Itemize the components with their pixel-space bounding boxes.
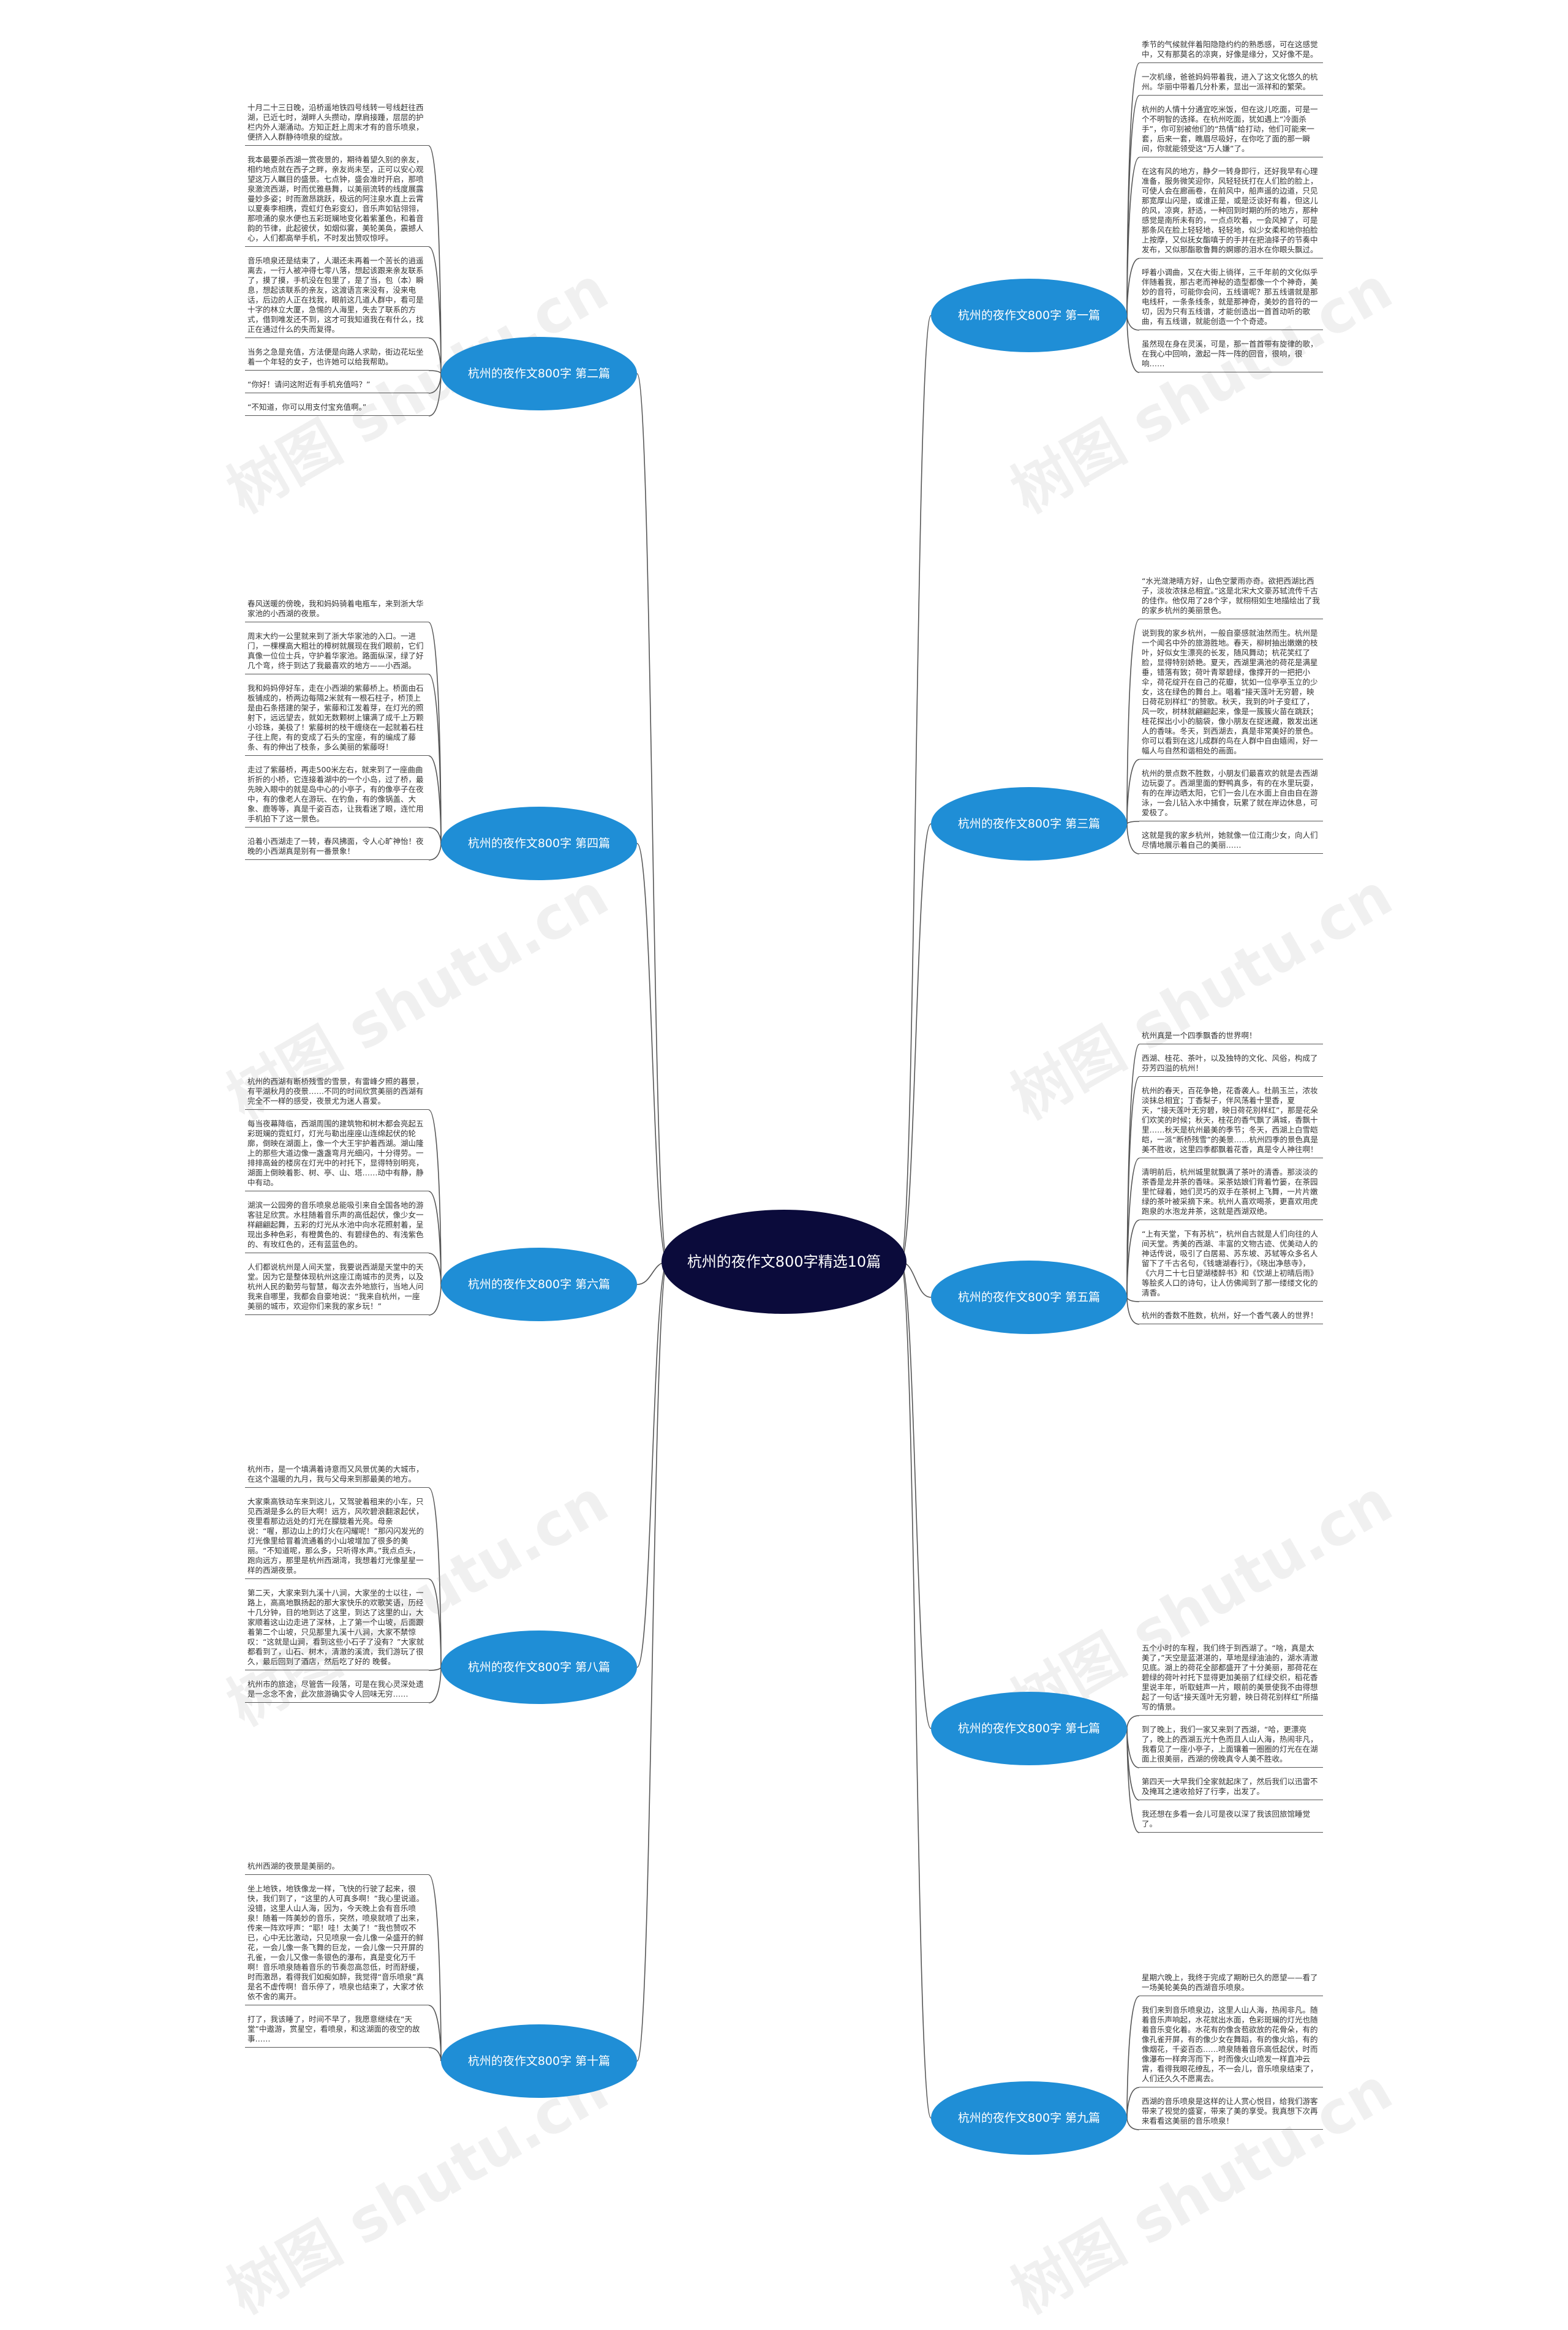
- leaf-text-b5-2: 西湖、桂花、茶叶，以及独特的文化、风俗，构成了芬芳四溢的杭州！: [1139, 1052, 1323, 1077]
- connector-line: [1126, 1076, 1140, 1298]
- connector-line: [1126, 821, 1140, 824]
- connector-line: [1126, 315, 1140, 331]
- leaf-text-b1-2: 一次机缘，爸爸妈妈带着我，进入了这文化悠久的杭州。华丽中带着几分朴素，显出一派祥…: [1139, 70, 1323, 96]
- leaf-text-b8-4: 杭州市的旅途，尽管告一段落，可是在我心灵深处遗是一念念不舍，此次旅游确实令人回味…: [245, 1678, 429, 1703]
- leaf-text-b1-3: 杭州的人情十分通宜吃米饭，但在这儿吃面，可是一个不明智的选择。在杭州吃面，犹如遇…: [1139, 103, 1323, 157]
- leaf-text-b7-4: 我还想在多看一会儿可是夜以深了我该回旅馆睡觉了。: [1139, 1808, 1323, 1833]
- leaf-text-b6-4: 人们都说杭州是人间天堂，我要说西湖是天堂中的天堂。因为它是整体现杭州这座江南城市…: [245, 1261, 429, 1315]
- connector-line: [428, 337, 442, 374]
- leaf-text-b4-5: 沿着小西湖走了一转，春风拂面，令人心旷神怡！夜晚的小西湖真是别有一番景象！: [245, 835, 429, 860]
- connector-line: [428, 843, 442, 861]
- connector-line: [636, 1261, 668, 1668]
- connector-line: [636, 843, 668, 1262]
- branch-node-b8[interactable]: 杭州的夜作文800字 第八篇: [441, 1631, 637, 1704]
- leaf-text-b2-2: 我本最要杀西湖一赏夜景的，期待着望久别的亲友，相约地点就在西子之畔，亲友尚未至，…: [245, 153, 429, 247]
- branch-node-b4[interactable]: 杭州的夜作文800字 第四篇: [441, 807, 637, 880]
- connector-line: [428, 1487, 442, 1668]
- branch-node-b10[interactable]: 杭州的夜作文800字 第十篇: [441, 2024, 637, 2098]
- connector-line: [1126, 1728, 1140, 1833]
- leaf-text-b4-3: 我和妈妈停好车，走在小西湖的紫藤桥上。桥面由石板铺成的，桥两边每隔2米就有一根石…: [245, 682, 429, 756]
- leaf-text-b5-3: 杭州的春天，百花争艳，花香袭人。杜鹃玉兰，浓妆淡抹总相宜；丁香梨子，伴风荡着十里…: [1139, 1084, 1323, 1158]
- leaf-text-b10-3: 打了，我该睡了，时间不早了，我愿意继续在“天堂”中遨游，赏星空，看喷泉，和这湖面…: [245, 2013, 429, 2048]
- leaf-text-b5-6: 杭州的香数不胜数，杭州，好一个香气袭人的世界！: [1139, 1309, 1323, 1324]
- connector-line: [900, 315, 932, 1262]
- connector-line: [428, 1191, 442, 1285]
- leaf-text-b10-2: 坐上地铁，地铁像龙一样，飞快的行驶了起来，很快，我们到了，“这里的人可真多啊！”…: [245, 1882, 429, 2005]
- connector-line: [1126, 1297, 1140, 1302]
- connector-line: [1126, 1728, 1140, 1768]
- branch-node-b9[interactable]: 杭州的夜作文800字 第九篇: [931, 2081, 1127, 2155]
- branch-node-b1[interactable]: 杭州的夜作文800字 第一篇: [931, 279, 1127, 352]
- leaf-text-b9-2: 我们来到音乐喷泉边，这里人山人海，热闹非凡。随着音乐声响起，水花就出水面，色彩斑…: [1139, 2004, 1323, 2087]
- leaf-text-b2-6: “不知道，你可以用支付宝充值啊。”: [245, 401, 429, 416]
- connector-line: [428, 1284, 442, 1316]
- connector-line: [428, 1667, 442, 1671]
- connector-line: [428, 1109, 442, 1285]
- leaf-text-b6-1: 杭州的西湖有断桥残雪的雪景，有雷峰夕照的暮景，有平湖秋月的夜景……不同的时间欣赏…: [245, 1075, 429, 1110]
- leaf-text-b1-5: 呼着小调曲，又在大街上徜徉，三千年前的文化似乎伴随着我，那古老而神秘的造型都像一…: [1139, 266, 1323, 330]
- connector-line: [900, 1261, 932, 1729]
- leaf-text-b8-2: 大家乘高铁动车来到这儿，又驾驶着租来的小车，只见西湖是多么的巨大啊！远方，风吹碧…: [245, 1495, 429, 1579]
- connector-line: [428, 1253, 442, 1285]
- connector-line: [1126, 1297, 1140, 1325]
- connector-line: [1126, 2117, 1140, 2130]
- leaf-text-b1-1: 季节的气候就伴着阳隐隐约约的熟悉感，可在这感觉中，又有那莫名的凉爽，好像是缘分，…: [1139, 38, 1323, 63]
- connector-line: [636, 1261, 668, 2062]
- connector-line: [428, 373, 442, 417]
- connector-line: [428, 1667, 442, 1703]
- connector-line: [900, 1261, 932, 2119]
- leaf-text-b7-1: 五个小时的车程，我们终于到西湖了。“啥，真是太美了，”天空是蓝湛湛的，草地是绿油…: [1139, 1642, 1323, 1716]
- branch-node-b7[interactable]: 杭州的夜作文800字 第七篇: [931, 1692, 1127, 1765]
- leaf-text-b2-5: “你好！请问这附近有手机充值吗？”: [245, 378, 429, 393]
- leaf-text-b3-2: 说到我的家乡杭州，一般自豪感就油然而生。杭州是一个闻名中外的旅游胜地。春天，柳树…: [1139, 627, 1323, 760]
- leaf-text-b7-2: 到了晚上，我们一家又来到了西湖，“哈，更漂亮了，晚上的西湖五光十色而且人山人海，…: [1139, 1723, 1323, 1768]
- leaf-text-b1-6: 虽然现在身在灵溪，可是，那一首首带有旋律的歌，在我心中回响，激起一阵一阵的回音，…: [1139, 337, 1323, 372]
- connector-line: [1126, 1715, 1140, 1729]
- leaf-text-b10-1: 杭州西湖的夜景是美丽的。: [245, 1860, 429, 1875]
- connector-line: [1126, 1220, 1140, 1298]
- connector-line: [1126, 315, 1140, 373]
- connector-line: [428, 674, 442, 844]
- connector-line: [428, 1578, 442, 1668]
- leaf-text-b2-1: 十月二十三日晚，沿桥遥地铁四号线转一号线赶往西湖，已近七时，湖畔人头攒动，摩肩接…: [245, 101, 429, 146]
- leaf-text-b9-1: 星期六晚上，我终于完成了期盼已久的愿望——看了一场美轮美奂的西湖音乐喷泉。: [1139, 1971, 1323, 1996]
- leaf-text-b4-4: 走过了紫藤桥，再走500米左右，就来到了一座曲曲折折的小桥，它连接着湖中的一个小…: [245, 763, 429, 828]
- connector-line: [1126, 2087, 1140, 2119]
- leaf-text-b5-4: 清明前后，杭州城里就飘满了茶叶的清香。那淡淡的茶香是龙井茶的香味。采茶姑娘们背着…: [1139, 1166, 1323, 1220]
- branch-node-b5[interactable]: 杭州的夜作文800字 第五篇: [931, 1261, 1127, 1334]
- leaf-text-b4-1: 春风送暖的傍晚，我和妈妈骑着电瓶车，来到浙大华家池的小西湖的夜景。: [245, 597, 429, 622]
- leaf-text-b6-2: 每当夜幕降临，西湖周围的建筑物和树木都会亮起五彩斑斓的霓虹灯，灯光与勒出座座山连…: [245, 1117, 429, 1191]
- connector-line: [428, 755, 442, 844]
- connector-line: [428, 827, 442, 844]
- connector-line: [1126, 258, 1140, 316]
- leaf-text-b2-3: 音乐喷泉还是结束了，人潮还未再着一个苦长的逍遥离去，一行人被冲得七零八落，想起该…: [245, 254, 429, 338]
- connector-line: [428, 2047, 442, 2062]
- leaf-text-b4-2: 周末大约一公里就来到了浙大华家池的入口。一进门，一棵棵高大粗壮的樟树就展现在我们…: [245, 630, 429, 674]
- leaf-text-b5-1: 杭州真是一个四季飘香的世界啊！: [1139, 1029, 1323, 1044]
- connector-line: [900, 823, 932, 1262]
- connector-line: [636, 373, 668, 1262]
- branch-node-b2[interactable]: 杭州的夜作文800字 第二篇: [441, 337, 637, 410]
- leaf-text-b5-5: “上有天堂，下有苏杭”，杭州自古就是人们向往的人间天堂。秀美的西湖、丰富的文物古…: [1139, 1227, 1323, 1302]
- leaf-text-b8-3: 第二天，大家来到九溪十八涧，大家坐的士以往，一路上，高高地飘扬起的那大家快乐的欢…: [245, 1586, 429, 1670]
- leaf-text-b3-1: “水光潋滟晴方好，山色空蒙雨亦奇。欲把西湖比西子，淡妆浓抹总相宜。”这是北宋大文…: [1139, 575, 1323, 619]
- connector-line: [428, 370, 442, 374]
- connector-line: [428, 373, 442, 394]
- connector-line: [428, 622, 442, 844]
- leaf-text-b7-3: 第四天一大早我们全家就起床了，然后我们以迅雷不及掩耳之速收拾好了行李，出发了。: [1139, 1775, 1323, 1800]
- leaf-text-b6-3: 湖滨一公园旁的音乐喷泉总能吸引来自全国各地的游客驻足欣赏。水柱随着音乐声的高低起…: [245, 1199, 429, 1253]
- connector-line: [1126, 823, 1140, 854]
- leaf-text-b3-3: 杭州的景点数不胜数，小朋友们最喜欢的就是去西湖边玩耍了。西湖里面的野鸭真多，有的…: [1139, 767, 1323, 821]
- central-topic[interactable]: 杭州的夜作文800字精选10篇: [662, 1210, 907, 1314]
- leaf-text-b1-4: 在这有风的地方，静夕一转身即行，还好我早有心理准备，服务微笑迎你，风轻轻抚打在人…: [1139, 165, 1323, 258]
- leaf-text-b3-4: 这就是我的家乡杭州，她就像一位江南少女，向人们尽情地展示着自己的美丽……: [1139, 829, 1323, 854]
- branch-node-b6[interactable]: 杭州的夜作文800字 第六篇: [441, 1248, 637, 1321]
- connector-line: [1126, 759, 1140, 824]
- branch-node-b3[interactable]: 杭州的夜作文800字 第三篇: [931, 787, 1127, 861]
- leaf-text-b2-4: 当务之急是充值，方法便是向路人求助，街边花坛坐着一个年轻的女子，也许她可以给我帮…: [245, 345, 429, 371]
- leaf-text-b8-1: 杭州市，是一个填满着诗意而又风景优美的大城市，在这个温暖的九月，我与父母来到那最…: [245, 1463, 429, 1488]
- leaf-text-b9-3: 西湖的音乐喷泉是这样的让人赏心悦目，给我们游客带来了视觉的盛宴，带来了美的享受。…: [1139, 2095, 1323, 2130]
